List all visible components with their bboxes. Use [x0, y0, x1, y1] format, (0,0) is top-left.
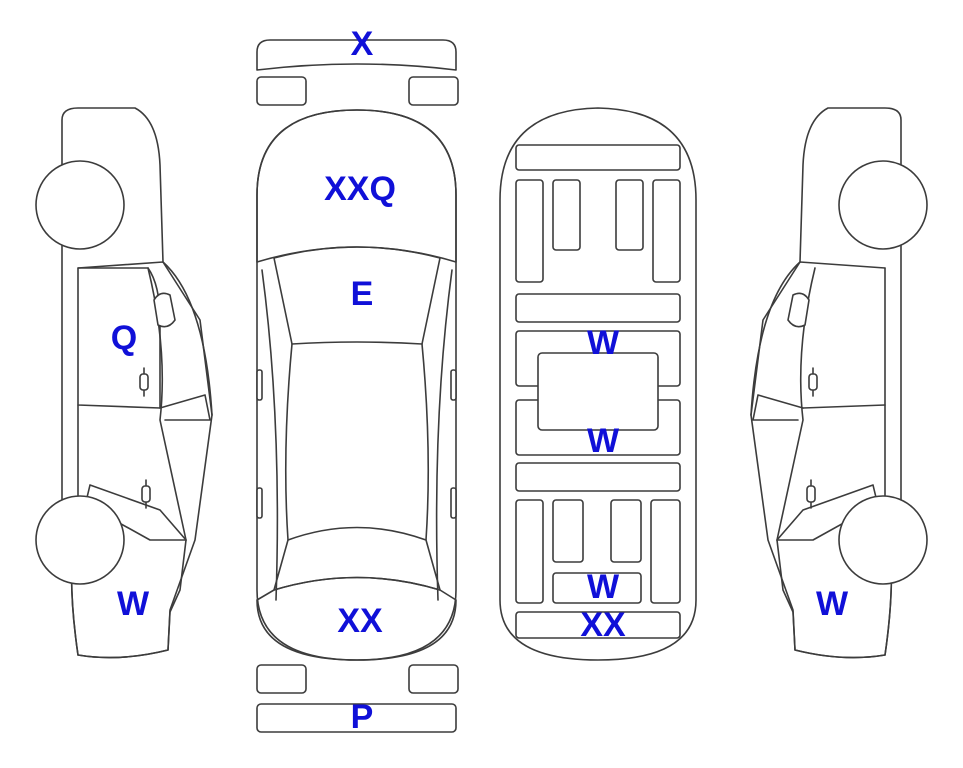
- underside-view: [499, 107, 697, 661]
- under-center-box: [537, 352, 659, 431]
- under-tail-small-label: W: [587, 568, 620, 606]
- front-right-light: [408, 76, 459, 106]
- right-rear-wheel: [838, 495, 928, 585]
- left-rear-quarter-label: W: [117, 585, 150, 623]
- rear-bumper-label: P: [351, 698, 374, 736]
- left-mirror: [153, 292, 176, 328]
- right-front-wheel: [838, 160, 928, 250]
- under-rear-bar: [515, 462, 681, 492]
- under-rear-right-slot: [610, 499, 642, 563]
- right-door-split: [802, 404, 886, 409]
- left-handle-front: [139, 367, 149, 397]
- left-front-wheel: [35, 160, 125, 250]
- left-rear-wheel: [35, 495, 125, 585]
- front-bumper-label: X: [351, 25, 374, 63]
- right-rear-quarter-label: W: [816, 585, 849, 623]
- under-rear-right-rail: [650, 499, 681, 604]
- under-tail-bar-label: XX: [580, 606, 626, 644]
- right-handle-rear: [806, 479, 816, 509]
- left-pillar-line: [147, 267, 187, 541]
- left-handle-rear: [141, 479, 151, 509]
- right-side-view: [750, 107, 928, 659]
- cabin-right-inner: [421, 343, 430, 541]
- under-front-left-slot: [552, 179, 581, 251]
- right-mirror: [787, 292, 810, 328]
- right-handle-front: [808, 367, 818, 397]
- rear-left-light: [256, 664, 307, 694]
- windshield-label: E: [351, 275, 374, 313]
- under-front-right-slot: [615, 179, 644, 251]
- front-left-light: [256, 76, 307, 106]
- right-handle-1: [450, 369, 457, 401]
- hood-label: XXQ: [324, 170, 396, 208]
- right-window-line: [752, 394, 804, 421]
- left-roof-line: [77, 261, 213, 416]
- right-roof-line: [750, 261, 886, 416]
- cabin-left-line: [261, 269, 279, 601]
- front-bumper-zone[interactable]: [256, 39, 457, 71]
- left-front-door-label: Q: [111, 319, 137, 357]
- windshield-zone[interactable]: [273, 246, 441, 345]
- right-rear-quarter-zone[interactable]: [776, 484, 893, 659]
- under-lower-panel-label: W: [587, 422, 620, 460]
- under-upper-panel-label: W: [587, 324, 620, 362]
- left-side-view: [35, 107, 213, 659]
- under-rear-left-slot: [552, 499, 584, 563]
- damage-labels: X XXQ E XX P Q W W W W W XX: [111, 25, 849, 736]
- under-rear-left-rail: [515, 499, 544, 604]
- left-rear-quarter-zone[interactable]: [70, 484, 187, 659]
- right-pillar-line: [776, 267, 816, 541]
- rear-top-label: XX: [337, 602, 383, 640]
- left-handle-1: [256, 369, 263, 401]
- left-handle-2: [256, 487, 263, 519]
- under-tail-bar-zone[interactable]: [515, 611, 681, 639]
- under-front-right-rail: [652, 179, 681, 283]
- under-front-bar: [515, 144, 681, 171]
- left-window-line: [159, 394, 211, 421]
- right-handle-2: [450, 487, 457, 519]
- top-view: [256, 39, 459, 733]
- under-tail-small-zone[interactable]: [552, 572, 642, 604]
- rear-right-light: [408, 664, 459, 694]
- under-mid-bar: [515, 293, 681, 323]
- rear-bumper-zone[interactable]: [256, 703, 457, 733]
- under-front-left-rail: [515, 179, 544, 283]
- cabin-right-line: [435, 269, 453, 601]
- cabin-left-inner: [284, 343, 293, 541]
- rear-top-zone[interactable]: [256, 576, 457, 661]
